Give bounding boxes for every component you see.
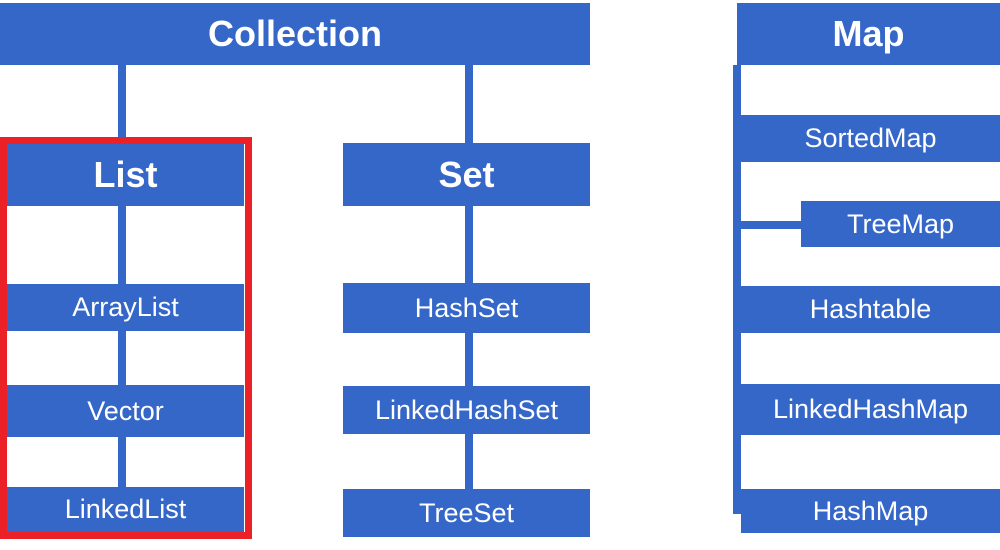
edge-set-hashset	[465, 206, 473, 283]
node-arraylist: ArrayList	[7, 284, 244, 331]
node-vector: Vector	[7, 385, 244, 437]
node-treemap: TreeMap	[801, 201, 1000, 247]
edge-collection-list	[118, 65, 126, 137]
edge-map-trunk	[733, 65, 741, 514]
edge-set-linkedhashset	[465, 333, 473, 386]
edge-set-treeset	[465, 434, 473, 489]
node-sortedmap: SortedMap	[741, 115, 1000, 162]
node-hashmap: HashMap	[741, 489, 1000, 533]
edge-list-linkedlist	[118, 437, 126, 487]
node-map: Map	[737, 3, 1000, 65]
edge-list-vector	[118, 331, 126, 385]
node-set: Set	[343, 143, 590, 206]
node-linkedhashset: LinkedHashSet	[343, 386, 590, 434]
edge-list-arraylist	[118, 206, 126, 284]
node-list: List	[7, 144, 244, 206]
node-linkedhashmap: LinkedHashMap	[741, 384, 1000, 435]
node-linkedlist: LinkedList	[7, 487, 244, 532]
node-hashset: HashSet	[343, 283, 590, 333]
list-subtree-highlight-frame	[0, 137, 252, 539]
edge-collection-set	[465, 65, 473, 143]
node-collection: Collection	[0, 3, 590, 65]
edge-sortedmap-treemap	[741, 221, 801, 229]
node-hashtable: Hashtable	[741, 286, 1000, 333]
node-treeset: TreeSet	[343, 489, 590, 537]
